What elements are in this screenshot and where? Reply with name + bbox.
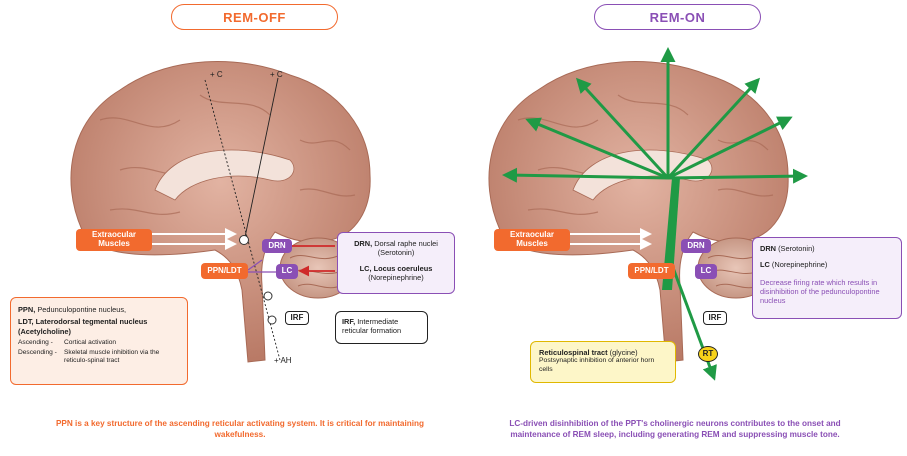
left-node-ppn xyxy=(264,292,272,300)
right-rt-info-box: Reticulospinal tract (glycine) Postsynap… xyxy=(530,341,676,383)
descending-value: Skeletal muscle inhibition via the retic… xyxy=(64,349,180,365)
left-ppn-ldt-tag: PPN/LDT xyxy=(201,263,248,279)
drn-name: Dorsal raphe nuclei xyxy=(374,239,438,248)
irf-name: Intermediate xyxy=(357,317,398,326)
ppn-abbr: PPN, xyxy=(18,305,35,314)
ppn-nt: (Acetylcholine) xyxy=(18,327,180,336)
left-drn-tag: DRN xyxy=(262,239,292,253)
lc-name: Locus coeruleus xyxy=(374,264,433,273)
right-ppn-ldt-tag: PPN/LDT xyxy=(628,263,675,279)
drn-nt: (Serotonin) xyxy=(344,248,448,257)
right-lc-nt: (Norepinephrine) xyxy=(772,260,827,269)
axis-label-c2: + C xyxy=(270,70,283,79)
right-brain xyxy=(489,61,788,362)
left-node-eye xyxy=(240,236,249,245)
right-rt-tag: RT xyxy=(698,346,718,362)
left-lc-tag: LC xyxy=(276,264,298,279)
left-ppn-ldt-info-box: PPN, Pedunculopontine nucleus, LDT, Late… xyxy=(10,297,188,385)
right-lc-abbr: LC xyxy=(760,260,770,269)
left-node-irf xyxy=(268,316,276,324)
left-caption: PPN is a key structure of the ascending … xyxy=(40,418,440,440)
rem-off-title: REM-OFF xyxy=(171,4,338,30)
right-drn-abbr: DRN xyxy=(760,244,776,253)
rem-on-title: REM-ON xyxy=(594,4,761,30)
ldt-name: Laterodorsal tegmental nucleus xyxy=(36,317,148,326)
left-drn-lc-info-box: DRN, Dorsal raphe nuclei (Serotonin) LC,… xyxy=(337,232,455,294)
ascending-key: Ascending - xyxy=(18,339,64,347)
right-irf-tag: IRF xyxy=(703,311,727,325)
ldt-abbr: LDT, xyxy=(18,317,34,326)
right-drn-tag: DRN xyxy=(681,239,711,253)
right-caption: LC-driven disinhibition of the PPT's cho… xyxy=(500,418,850,440)
left-extraocular-tag: Extraocular Muscles xyxy=(76,229,152,251)
rt-line: Postsynaptic inhibition of anterior horn… xyxy=(539,357,667,374)
right-lc-tag: LC xyxy=(695,264,717,279)
left-irf-info-box: IRF, Intermediate reticular formation xyxy=(335,311,428,344)
descending-key: Descending - xyxy=(18,349,64,365)
ascending-value: Cortical activation xyxy=(64,339,116,347)
right-drn-nt: (Serotonin) xyxy=(778,244,815,253)
right-extraocular-tag: Extraocular Muscles xyxy=(494,229,570,251)
rt-title: Reticulospinal tract xyxy=(539,348,608,357)
right-info-note: Decrease firing rate which results in di… xyxy=(760,278,894,306)
lc-abbr: LC, xyxy=(360,264,372,273)
axis-label-c1: + C xyxy=(210,70,223,79)
drn-abbr: DRN, xyxy=(354,239,372,248)
lc-nt: (Norepinephrine) xyxy=(344,273,448,282)
ppn-name: Pedunculopontine nucleus, xyxy=(37,305,126,314)
irf-name2: reticular formation xyxy=(342,326,421,335)
right-drn-lc-info-box: DRN (Serotonin) LC (Norepinephrine) Decr… xyxy=(752,237,902,319)
left-irf-tag: IRF xyxy=(285,311,309,325)
axis-label-ah: + AH xyxy=(274,356,292,365)
irf-abbr: IRF, xyxy=(342,317,355,326)
rt-title-suffix: (glycine) xyxy=(610,348,638,357)
